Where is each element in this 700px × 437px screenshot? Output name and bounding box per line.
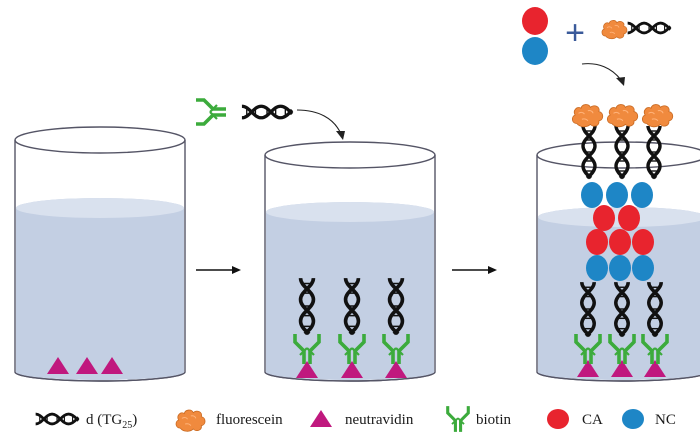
neutravidin-triangle <box>76 357 98 374</box>
nc-blue-circle <box>609 255 631 281</box>
nc-blue-circle-icon <box>622 409 644 429</box>
neutravidin-triangle <box>611 360 633 377</box>
legend-label-neutravidin: neutravidin <box>345 412 414 428</box>
ca-red-circle <box>632 229 654 255</box>
ca-layer <box>586 205 654 255</box>
legend-item-nc: NC <box>622 409 676 429</box>
legend-label-fluorescein: fluorescein <box>216 412 283 428</box>
ca-red-circle-icon <box>547 409 569 429</box>
plus-sign: + <box>565 14 585 52</box>
nc-layer-bottom <box>586 255 654 281</box>
dna-helix-icon <box>626 21 672 35</box>
neutravidin-triangle <box>296 361 318 378</box>
curved-arrow <box>581 63 622 81</box>
biotin-y-icon <box>196 98 226 126</box>
biotin-dna-stack <box>382 276 410 378</box>
ca-red-circle <box>618 205 640 231</box>
biotin-dna-stack <box>293 276 321 378</box>
neutravidin-triangle <box>385 361 407 378</box>
fluorescein-blob-icon <box>175 409 206 432</box>
neutravidin-triangle <box>341 361 363 378</box>
legend-item-neutravidin: neutravidin <box>310 410 414 428</box>
biotin-dna-stack <box>338 276 366 378</box>
legend-label-dna: d (TG25) <box>86 412 137 431</box>
nc-blue-circle <box>522 37 548 65</box>
nc-blue-circle <box>631 182 653 208</box>
dna-helix-icon <box>34 412 80 426</box>
beaker-2 <box>264 141 436 382</box>
neutravidin-group-1 <box>47 357 123 374</box>
nc-blue-circle <box>586 255 608 281</box>
legend-item-dna: d (TG25) <box>34 412 137 431</box>
nc-blue-circle <box>606 182 628 208</box>
neutravidin-triangle <box>644 360 666 377</box>
arrow-step-2 <box>452 266 497 274</box>
neutravidin-triangle <box>101 357 123 374</box>
legend-item-fluorescein: fluorescein <box>175 409 283 432</box>
assembly-column-left <box>571 103 604 377</box>
nc-blue-circle <box>581 182 603 208</box>
biotin-dna-reagent <box>196 98 345 140</box>
ca-red-circle <box>609 229 631 255</box>
neutravidin-triangle-icon <box>310 410 332 427</box>
curved-arrow <box>296 109 342 135</box>
nc-blue-circle <box>632 255 654 281</box>
assembly-column-middle <box>606 103 639 377</box>
legend-label-biotin: biotin <box>476 412 512 428</box>
legend-item-biotin: biotin <box>446 406 512 432</box>
fluorescein-blob-icon <box>571 103 604 128</box>
top-reagents: + <box>522 7 672 86</box>
dna-helix-icon <box>240 104 294 120</box>
legend-item-ca: CA <box>547 409 603 429</box>
legend: d (TG25) fluorescein neutravidin biotin … <box>34 406 676 432</box>
fluorescein-blob-icon <box>641 103 674 128</box>
ca-red-circle <box>593 205 615 231</box>
ca-red-circle <box>586 229 608 255</box>
arrow-step-1 <box>196 266 241 274</box>
neutravidin-triangle <box>47 357 69 374</box>
liquid-1 <box>16 198 184 380</box>
biotin-y-icon <box>446 406 470 432</box>
beaker-1 <box>14 126 186 382</box>
ca-red-circle <box>522 7 548 35</box>
legend-label-nc: NC <box>655 412 676 428</box>
legend-label-ca: CA <box>582 412 603 428</box>
assembly-column-right <box>641 103 674 377</box>
fluorescein-blob-icon <box>601 19 628 40</box>
nc-layer-top <box>581 182 653 208</box>
neutravidin-triangle <box>577 360 599 377</box>
fluorescein-blob-icon <box>606 103 639 128</box>
